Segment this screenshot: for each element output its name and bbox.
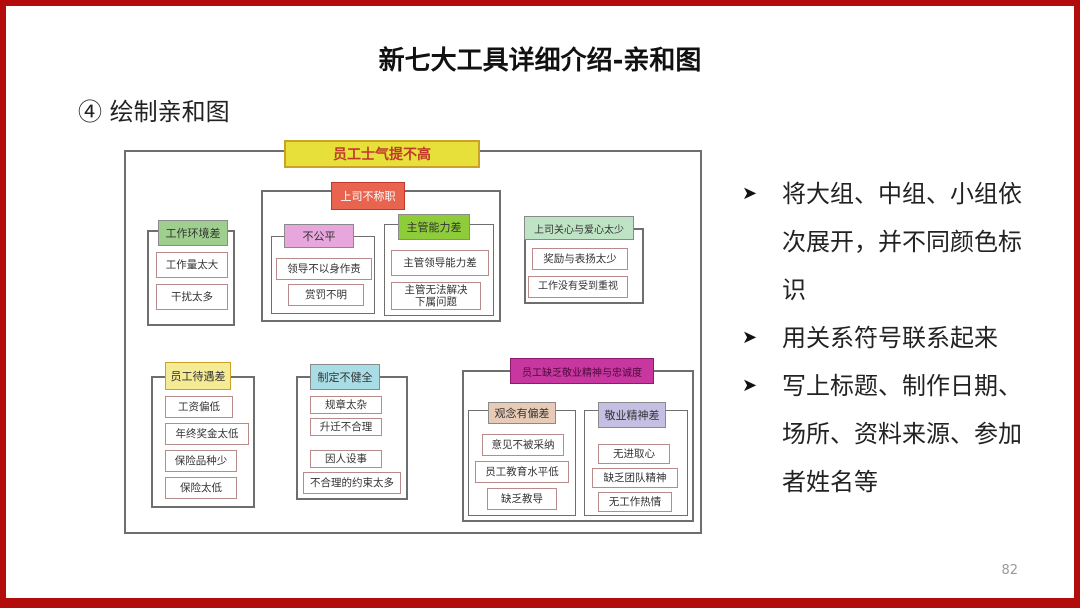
group-header-incompetent-boss: 上司不称职 [331,182,405,210]
affinity-diagram: 员工士气提不高 工作环境差 工作量太大 干扰太多 上司不称职 不公平 领导不以身… [124,140,702,534]
root-header: 员工士气提不高 [284,140,480,168]
list-item: 缺乏教导 [487,488,557,510]
group-header-lack-of-care: 上司关心与爱心太少 [524,216,634,240]
list-item: 奖励与表扬太少 [532,248,628,270]
bullet-item: ➤ 写上标题、制作日期、场所、资料来源、参加者姓名等 [742,362,1042,506]
list-item: 保险品种少 [165,450,237,472]
list-item: 保险太低 [165,477,237,499]
arrow-right-icon: ➤ [742,183,758,204]
list-item: 主管无法解决下属问题 [391,282,481,310]
slide: 新七大工具详细介绍-亲和图 ④ 绘制亲和图 员工士气提不高 工作环境差 工作量太… [6,6,1074,598]
slide-title: 新七大工具详细介绍-亲和图 [378,46,702,76]
bullet-item: ➤ 用关系符号联系起来 [742,314,1042,362]
list-item: 无进取心 [598,444,670,464]
list-item: 工资偏低 [165,396,233,418]
list-item: 规章太杂 [310,396,382,414]
bullet-list: ➤ 将大组、中组、小组依次展开，并不同颜色标识 ➤ 用关系符号联系起来 ➤ 写上… [742,170,1042,506]
arrow-right-icon: ➤ [742,327,758,348]
list-item: 升迁不合理 [310,418,382,436]
subgroup-header-poor-work-ethic: 敬业精神差 [598,402,666,428]
page-number: 82 [1001,563,1018,578]
list-item: 因人设事 [310,450,382,468]
list-item: 缺乏团队精神 [592,468,678,488]
list-item: 干扰太多 [156,284,228,310]
list-item: 主管领导能力差 [391,250,489,276]
arrow-right-icon: ➤ [742,375,758,396]
list-item: 赏罚不明 [288,284,364,306]
list-item: 意见不被采纳 [482,434,564,456]
list-item: 不合理的约束太多 [303,472,401,494]
group-header-incomplete-rules: 制定不健全 [310,364,380,390]
list-item: 工作没有受到重视 [528,276,628,298]
group-header-work-environment: 工作环境差 [158,220,228,246]
slide-subtitle: ④ 绘制亲和图 [78,98,230,126]
bullet-item: ➤ 将大组、中组、小组依次展开，并不同颜色标识 [742,170,1042,314]
list-item: 工作量太大 [156,252,228,278]
list-item: 无工作热情 [598,492,672,512]
group-header-poor-pay: 员工待遇差 [165,362,231,390]
group-header-lack-of-dedication: 员工缺乏敬业精神与忠诚度 [510,358,654,384]
list-item: 领导不以身作责 [276,258,372,280]
subgroup-header-weak-manager: 主管能力差 [398,214,470,240]
subgroup-header-unfair: 不公平 [284,224,354,248]
subgroup-header-wrong-attitude: 观念有偏差 [488,402,556,424]
list-item: 员工教育水平低 [475,461,569,483]
list-item: 年终奖金太低 [165,423,249,445]
